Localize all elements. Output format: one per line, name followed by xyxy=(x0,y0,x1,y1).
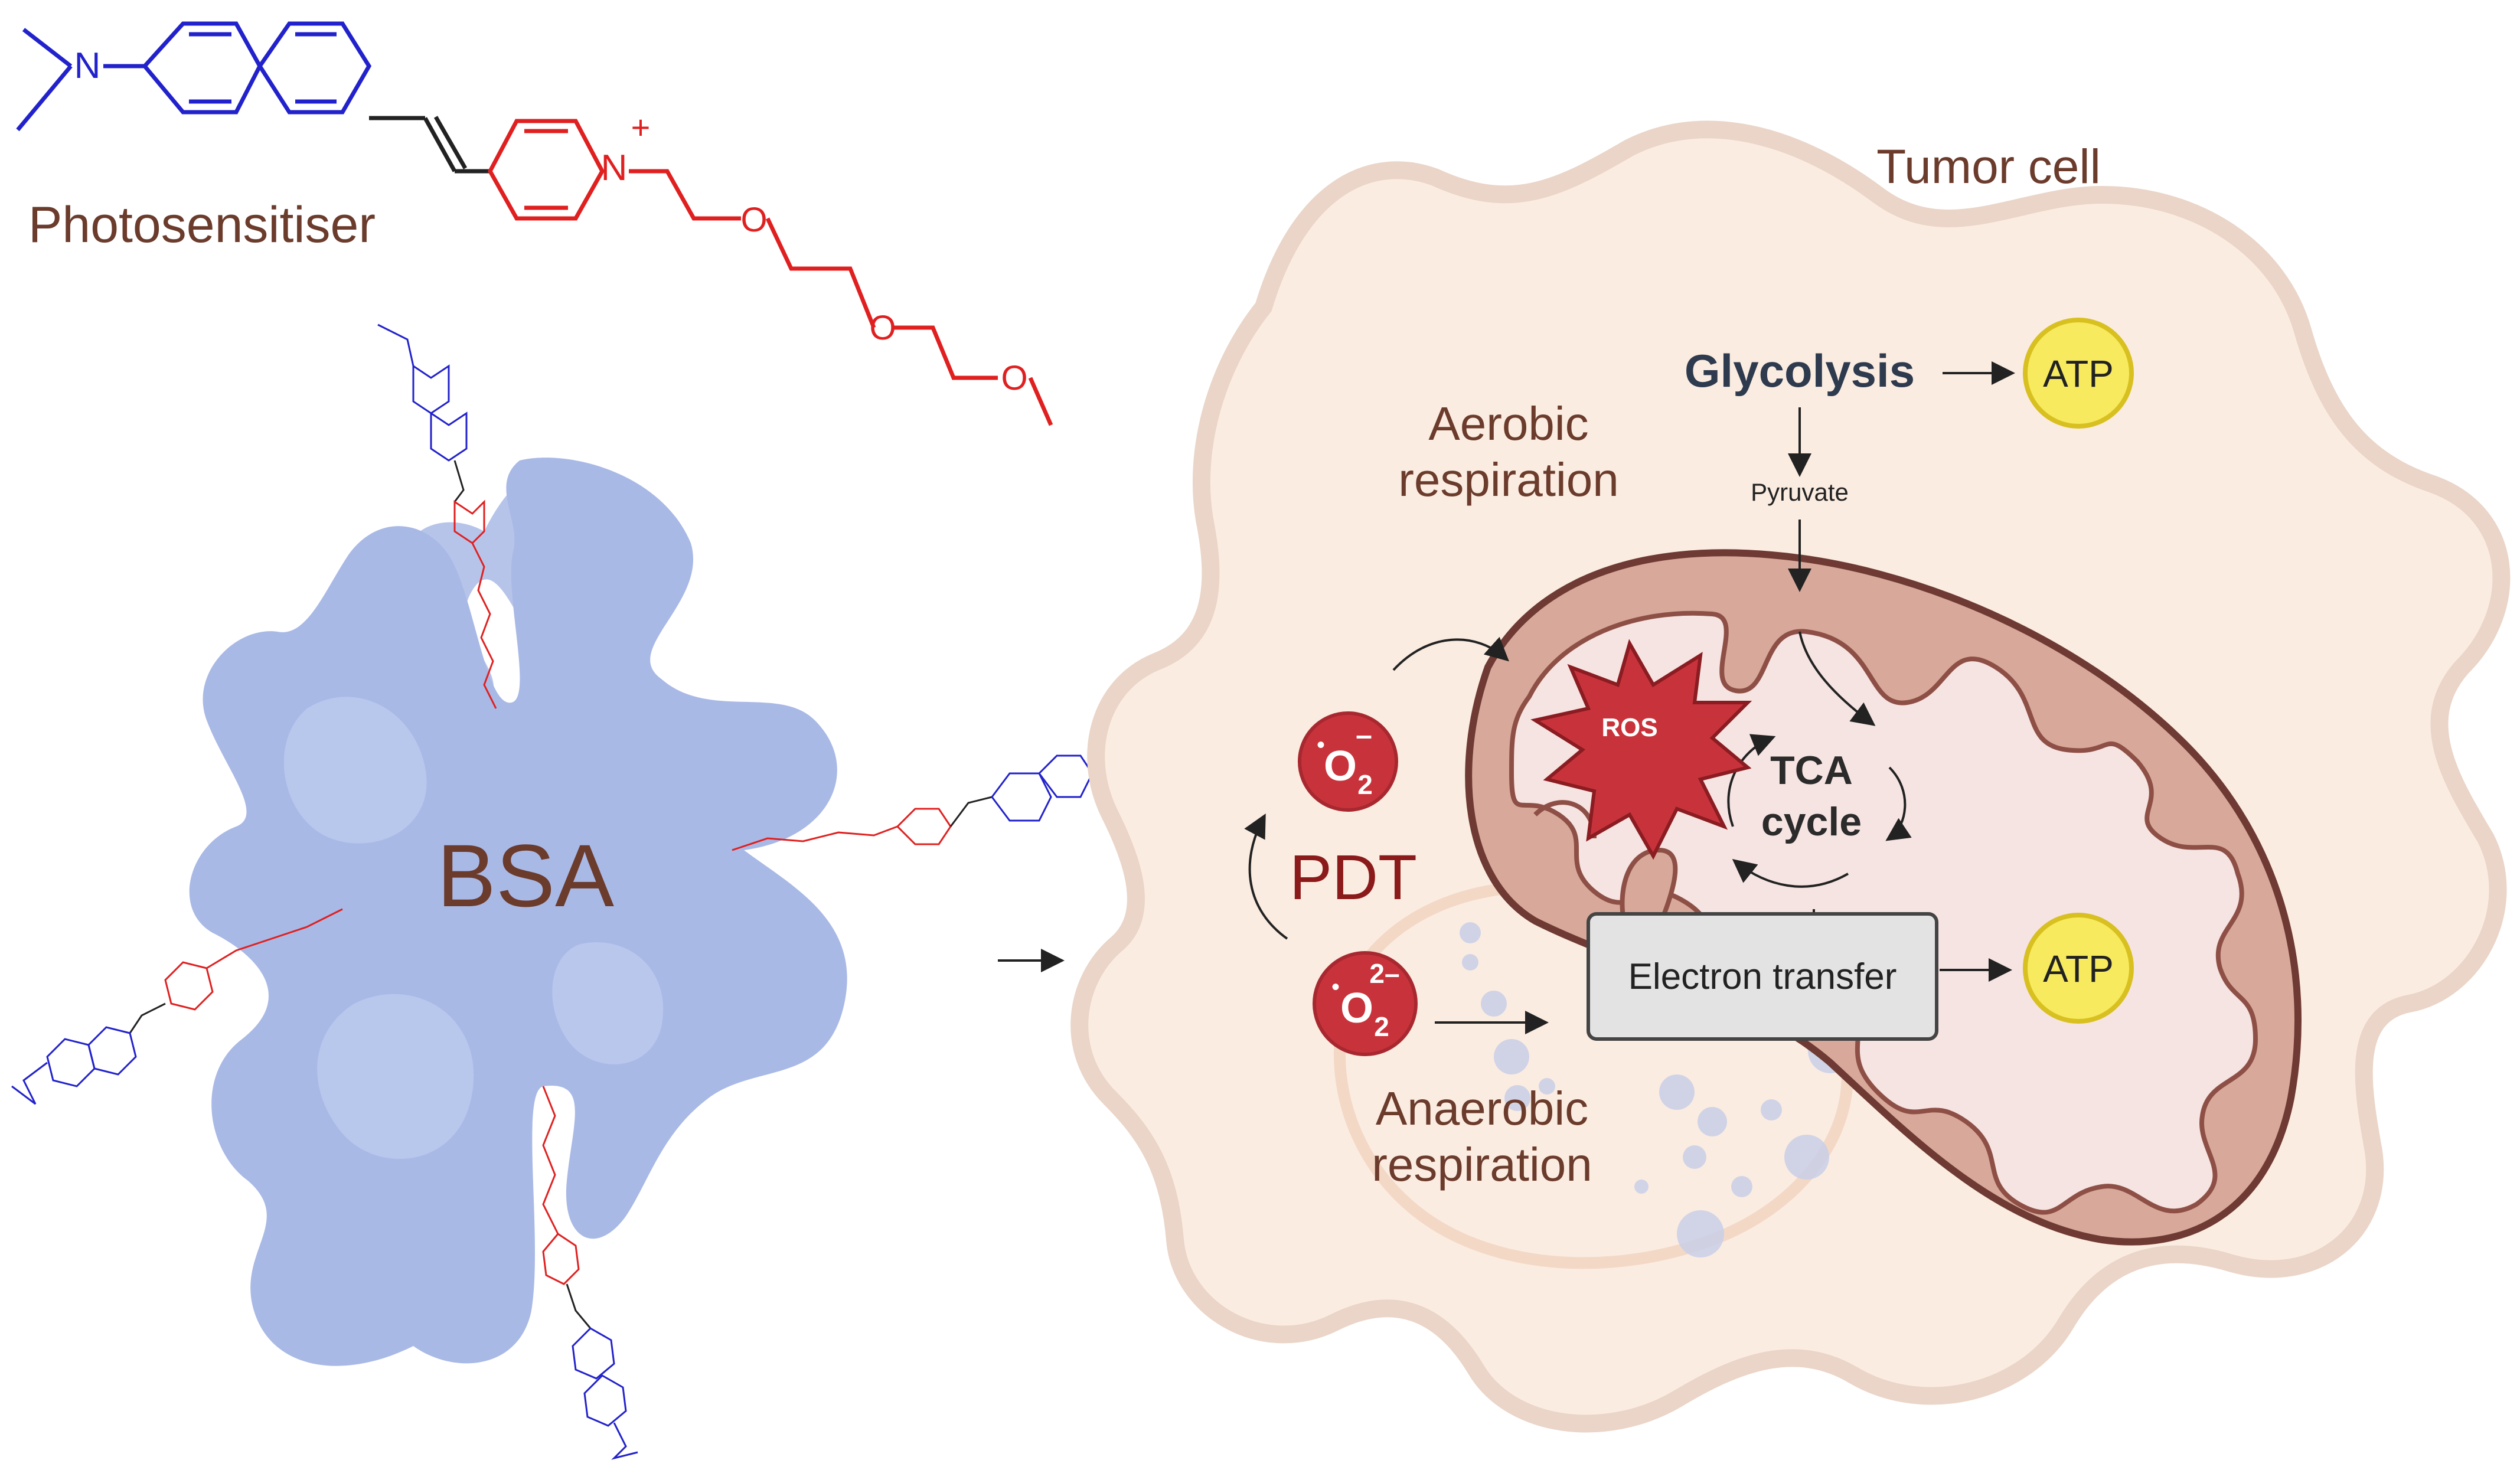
oxygen-atom-label: O xyxy=(869,309,896,347)
photosensitiser-molecule: N N + O O O xyxy=(16,21,1053,426)
peroxide-subscript: 2 xyxy=(1374,1011,1389,1042)
ros-burst: ROS xyxy=(1530,639,1752,860)
oxygen-atom-label: O xyxy=(740,201,767,239)
bound-photosensitiser-top xyxy=(377,324,497,709)
glycolysis-label: Glycolysis xyxy=(1685,345,1915,397)
tumor-cell-label: Tumor cell xyxy=(1876,140,2101,194)
atp-bottom: ATP xyxy=(2023,913,2134,1024)
anaerobic-label-line2: respiration xyxy=(1372,1138,1592,1191)
bsa-protein xyxy=(189,458,847,1366)
atp-bottom-label: ATP xyxy=(2043,948,2114,990)
nitrogen-atom-label: N xyxy=(74,45,101,86)
pdt-label: PDT xyxy=(1290,841,1417,913)
bound-photosensitiser-bottom xyxy=(542,1086,638,1460)
atp-top-label: ATP xyxy=(2043,352,2114,395)
peroxide-charge: 2– xyxy=(1369,958,1399,989)
pathway-arrows xyxy=(1244,361,2015,1034)
aerobic-label-line1: Aerobic xyxy=(1428,397,1588,450)
radical-dot: • xyxy=(1331,974,1340,1000)
superoxide-subscript: 2 xyxy=(1357,769,1373,800)
bsa-label: BSA xyxy=(437,826,614,925)
pyruvate-label: Pyruvate xyxy=(1751,478,1849,506)
electron-transfer-label: Electron transfer xyxy=(1628,956,1897,997)
nitrogen-atom-label: N xyxy=(601,148,628,188)
positive-charge-label: + xyxy=(631,109,651,146)
superoxide-badge: • O 2 – xyxy=(1298,711,1398,812)
radical-dot: • xyxy=(1317,732,1325,758)
tca-label-line1: TCA xyxy=(1770,748,1853,793)
oxygen-atom-label: O xyxy=(1001,359,1027,397)
superoxide-charge: – xyxy=(1356,718,1372,752)
bound-photosensitiser-left xyxy=(11,908,343,1105)
electron-transfer-box: Electron transfer xyxy=(1587,912,1938,1041)
aerobic-label-line2: respiration xyxy=(1398,453,1619,506)
photosensitiser-label: Photosensitiser xyxy=(28,197,376,253)
anaerobic-label-line1: Anaerobic xyxy=(1376,1082,1588,1135)
atp-top: ATP xyxy=(2023,318,2134,429)
tca-label-line2: cycle xyxy=(1761,799,1862,844)
ros-label: ROS xyxy=(1601,713,1657,742)
peroxide-badge: • O 2 2– xyxy=(1313,951,1418,1056)
superoxide-symbol: O xyxy=(1324,743,1357,790)
peroxide-symbol: O xyxy=(1340,985,1373,1032)
